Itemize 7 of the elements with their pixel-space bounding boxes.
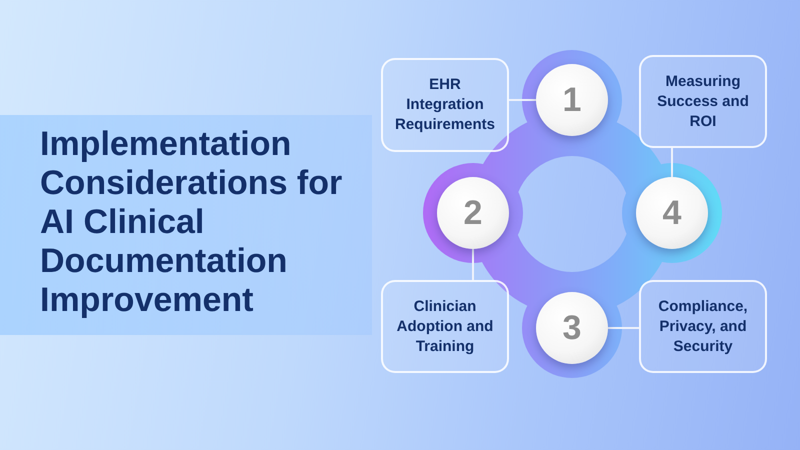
text-card: EHR Integration Requirements [381, 58, 509, 152]
connector-line [509, 99, 536, 101]
title: Implementation Considerations for AI Clinical Documentation Improvement [40, 125, 344, 320]
text-card: Measuring Success and ROI [639, 55, 767, 148]
text-card: Clinician Adoption and Training [381, 280, 509, 373]
connector-line [608, 327, 639, 329]
text-card: Compliance, Privacy, and Security [639, 280, 767, 373]
